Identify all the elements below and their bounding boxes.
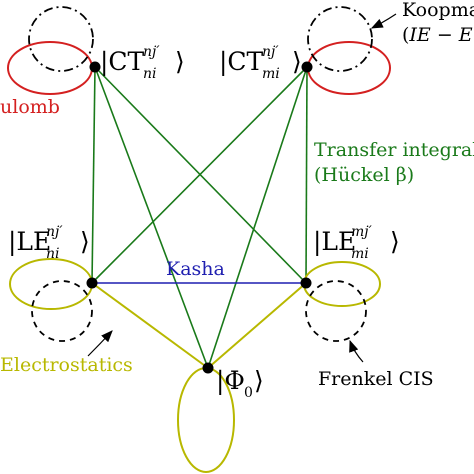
le-ni-frenkel-loop	[31, 280, 93, 342]
node-ground	[202, 362, 214, 374]
ct-mi-koopmans-loop	[307, 6, 373, 72]
le-ni-diagonal-loop	[9, 258, 93, 310]
label-le-ni-close: ⟩	[80, 227, 90, 256]
electrostatics-arrow	[87, 330, 113, 357]
edge-ct-ni-le-ni	[91, 66, 96, 284]
koopmans-minus: −	[431, 24, 459, 46]
label-ct-ni-sup: nj′	[143, 44, 160, 60]
frenkel-arrow	[349, 339, 364, 363]
label-ct-mi-main: |CT	[219, 47, 264, 77]
label-le-mi-sub: mi	[351, 246, 369, 262]
koopmans-paren: (	[402, 24, 409, 46]
annotation-arrows	[87, 13, 397, 363]
edge-le-ni-ground	[91, 282, 209, 369]
label-ct-ni-sub: ni	[143, 66, 157, 82]
koopmans-arrow	[370, 13, 397, 29]
label-le-ni-main: |LE	[8, 227, 51, 257]
frenkel-cis-label: Frenkel CIS	[318, 368, 434, 390]
transfer-integral-edges	[91, 66, 308, 369]
label-ct-ni: |CT nj′ ni ⟩	[100, 44, 185, 82]
koopmans-ie: IE	[408, 24, 431, 46]
label-ct-mi: |CT nj′ mi ⟩	[219, 44, 302, 82]
koopmans-loops	[28, 6, 373, 72]
kasha-label: Kasha	[166, 258, 225, 280]
state-nodes	[86, 61, 313, 374]
edge-ct-mi-le-ni	[91, 66, 308, 284]
node-ct-ni	[89, 61, 101, 73]
ct-mi-coulomb-loop	[307, 41, 391, 95]
label-ground-main: |Φ	[216, 366, 245, 396]
label-ct-ni-close: ⟩	[175, 47, 185, 76]
label-ground-close: ⟩	[254, 366, 264, 395]
label-ground: |Φ 0 ⟩	[216, 366, 264, 401]
label-le-mi-main: |LE	[313, 227, 356, 257]
label-le-mi-close: ⟩	[390, 227, 400, 256]
ct-ni-koopmans-loop	[28, 6, 94, 72]
label-ct-mi-close: ⟩	[292, 47, 302, 76]
koopmans-label-line2: (IE − E	[402, 24, 473, 46]
label-ct-mi-sub: mi	[262, 66, 280, 82]
huckel-beta-label: (Hückel β)	[314, 164, 414, 186]
coulomb-label: ulomb	[0, 96, 60, 118]
label-le-mi: |LE mj′ mi ⟩	[313, 224, 400, 262]
coulomb-loops	[7, 41, 391, 95]
node-le-ni	[86, 277, 98, 289]
frenkel-loops	[31, 280, 367, 342]
label-ground-sub: 0	[244, 385, 253, 401]
label-le-mi-sup: mj′	[351, 224, 373, 240]
koopmans-e: E	[458, 24, 473, 46]
transfer-integral-label: Transfer integral	[314, 139, 474, 161]
electrostatics-label: Electrostatics	[0, 354, 133, 376]
le-mi-diagonal-loop	[303, 261, 381, 307]
edge-ct-mi-ground	[207, 66, 308, 369]
label-le-ni: |LE nj′ ni ⟩	[8, 224, 90, 262]
node-ct-mi	[301, 61, 313, 73]
le-mi-frenkel-loop	[305, 280, 367, 342]
ct-ni-coulomb-loop	[7, 41, 93, 95]
koopmans-label-line1: Koopma	[402, 0, 474, 21]
edge-ct-ni-ground	[94, 66, 209, 369]
node-le-mi	[300, 277, 312, 289]
edge-le-mi-ground	[207, 282, 307, 369]
label-ct-mi-sup: nj′	[262, 44, 279, 60]
edge-ct-mi-le-mi	[305, 66, 308, 284]
label-le-ni-sub: ni	[46, 246, 60, 262]
label-le-ni-sup: nj′	[46, 224, 63, 240]
label-ct-ni-main: |CT	[100, 47, 145, 77]
